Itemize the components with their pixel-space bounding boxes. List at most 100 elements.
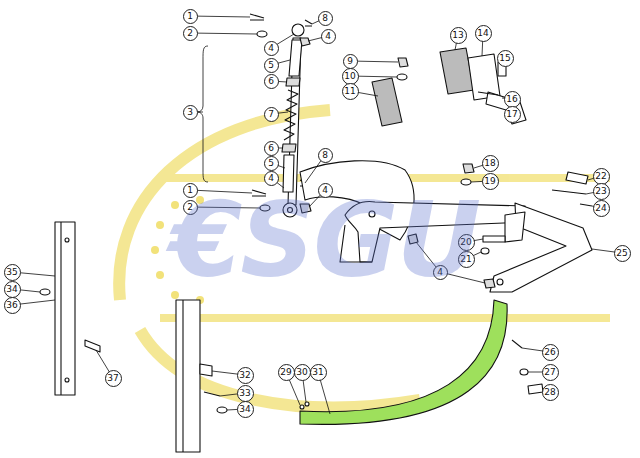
pin <box>200 364 212 376</box>
callout-text: 19 <box>484 177 495 186</box>
callout-text: 6 <box>268 77 274 86</box>
callout-text: 27 <box>544 368 555 377</box>
spacer-tube <box>283 155 294 192</box>
callout-text: 5 <box>268 159 274 168</box>
callout-text: 8 <box>322 151 328 160</box>
callout-text: 30 <box>296 368 307 377</box>
nut <box>484 279 495 288</box>
rivet <box>300 405 304 409</box>
bar-hole <box>65 378 69 382</box>
callout-number: 18 <box>482 155 499 172</box>
callout-number: 32 <box>237 367 254 384</box>
callout-number: 29 <box>278 364 295 381</box>
callout-number: 9 <box>343 54 358 69</box>
frame-bracket <box>505 212 525 242</box>
callout-text: 4 <box>268 174 274 183</box>
washer <box>40 289 50 295</box>
callout-text: 16 <box>506 95 517 104</box>
callout-number: 17 <box>504 106 521 123</box>
callout-text: 13 <box>452 31 463 40</box>
callout-text: 34 <box>6 285 17 294</box>
washer <box>520 369 528 375</box>
callout-number: 5 <box>264 156 279 171</box>
pin <box>512 340 522 348</box>
callout-number: 7 <box>264 107 279 122</box>
callout-text: 4 <box>325 32 331 41</box>
callout-number: 4 <box>264 41 279 56</box>
callout-number: 25 <box>614 245 631 262</box>
callout-number: 34 <box>4 281 21 298</box>
callout-number: 28 <box>542 384 559 401</box>
callout-number: 22 <box>593 168 610 185</box>
callout-number: 36 <box>4 297 21 314</box>
callout-number: 3 <box>183 105 198 120</box>
callout-text: 15 <box>499 54 510 63</box>
bar-hole <box>65 238 69 242</box>
callout-number: 24 <box>593 200 610 217</box>
bolt <box>528 384 543 394</box>
washer <box>257 31 267 37</box>
callout-number: 33 <box>237 385 254 402</box>
spring-tine <box>300 300 507 424</box>
washer <box>461 179 471 185</box>
callout-text: 18 <box>484 159 495 168</box>
friction-pad <box>372 78 402 126</box>
callout-number: 8 <box>318 148 333 163</box>
carrier-plate <box>468 54 500 100</box>
callout-text: 31 <box>312 368 323 377</box>
bolt <box>478 92 498 95</box>
callout-number: 14 <box>475 25 492 42</box>
washer <box>397 74 407 80</box>
callout-text: 9 <box>347 57 353 66</box>
callout-text: 23 <box>595 187 606 196</box>
bar-edge <box>60 222 61 395</box>
adjust-nut <box>286 78 300 86</box>
callout-text: 3 <box>187 108 193 117</box>
callout-text: 32 <box>239 371 250 380</box>
callout-text: 7 <box>268 110 274 119</box>
nut <box>300 38 310 46</box>
callout-number: 16 <box>504 91 521 108</box>
callout-number: 8 <box>318 11 333 26</box>
callout-number: 4 <box>321 29 336 44</box>
nut <box>398 58 408 67</box>
bar-edge <box>182 300 183 452</box>
callout-text: 28 <box>544 388 555 397</box>
callout-number: 30 <box>294 364 311 381</box>
bolt <box>85 340 100 352</box>
cotter-pin <box>250 14 264 20</box>
callout-text: 25 <box>616 249 627 258</box>
callout-number: 27 <box>542 364 559 381</box>
spacer-tube <box>289 40 302 76</box>
callout-number: 2 <box>183 26 198 41</box>
callout-text: 33 <box>239 389 250 398</box>
washer <box>481 248 489 254</box>
callout-text: 5 <box>268 61 274 70</box>
callout-number: 15 <box>497 50 514 67</box>
frame-hoop <box>490 203 592 292</box>
support-bar <box>176 300 200 452</box>
callout-text: 36 <box>6 301 17 310</box>
callout-text: 10 <box>344 72 355 81</box>
callout-number: 26 <box>542 344 559 361</box>
support-bar <box>55 222 75 395</box>
callout-number: 19 <box>482 173 499 190</box>
nut <box>463 164 474 173</box>
leader-lines <box>12 16 622 414</box>
pin <box>305 20 312 26</box>
callout-text: 14 <box>477 29 488 38</box>
callout-number: 13 <box>450 27 467 44</box>
callout-number: 6 <box>264 141 279 156</box>
pin <box>204 392 220 396</box>
callout-text: 11 <box>344 87 355 96</box>
frame-hole <box>497 279 503 285</box>
callout-text: 29 <box>280 368 291 377</box>
callout-number: 10 <box>342 68 359 85</box>
callout-text: 24 <box>595 204 606 213</box>
callout-text: 4 <box>268 44 274 53</box>
callout-text: 17 <box>506 110 517 119</box>
bolt <box>483 236 505 242</box>
pin <box>552 190 586 194</box>
callout-number: 1 <box>183 9 198 24</box>
rivet <box>305 402 309 406</box>
